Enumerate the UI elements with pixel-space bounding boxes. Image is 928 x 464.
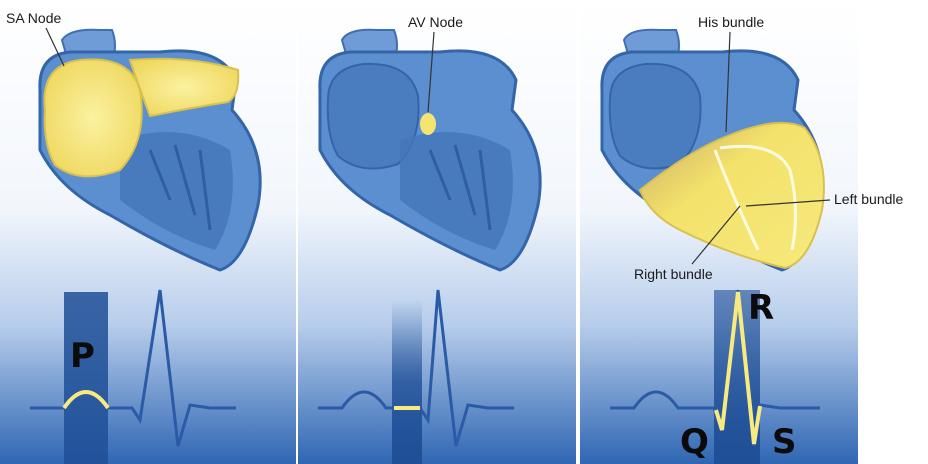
p-wave-band [64,292,108,464]
panel-sa-node-graphic [0,0,296,464]
s-wave-letter: S [772,422,797,462]
panel-av-node-graphic [298,0,576,464]
p-wave-letter: P [70,336,95,376]
right-bundle-label: Right bundle [634,266,713,282]
av-node-label: AV Node [408,14,463,30]
panel-his-bundle: His bundle Left bundle Right bundle R Q … [580,0,928,464]
panel-sa-node: SA Node P [0,0,296,464]
av-node-highlight [420,113,436,135]
panel-av-node: AV Node [298,0,576,464]
left-bundle-label: Left bundle [834,191,903,207]
sa-node-label: SA Node [6,10,61,26]
pr-segment-band [392,300,422,464]
his-bundle-label: His bundle [698,14,764,30]
panel-his-bundle-graphic [580,0,928,464]
q-wave-letter: Q [680,422,709,462]
r-wave-letter: R [748,288,774,328]
